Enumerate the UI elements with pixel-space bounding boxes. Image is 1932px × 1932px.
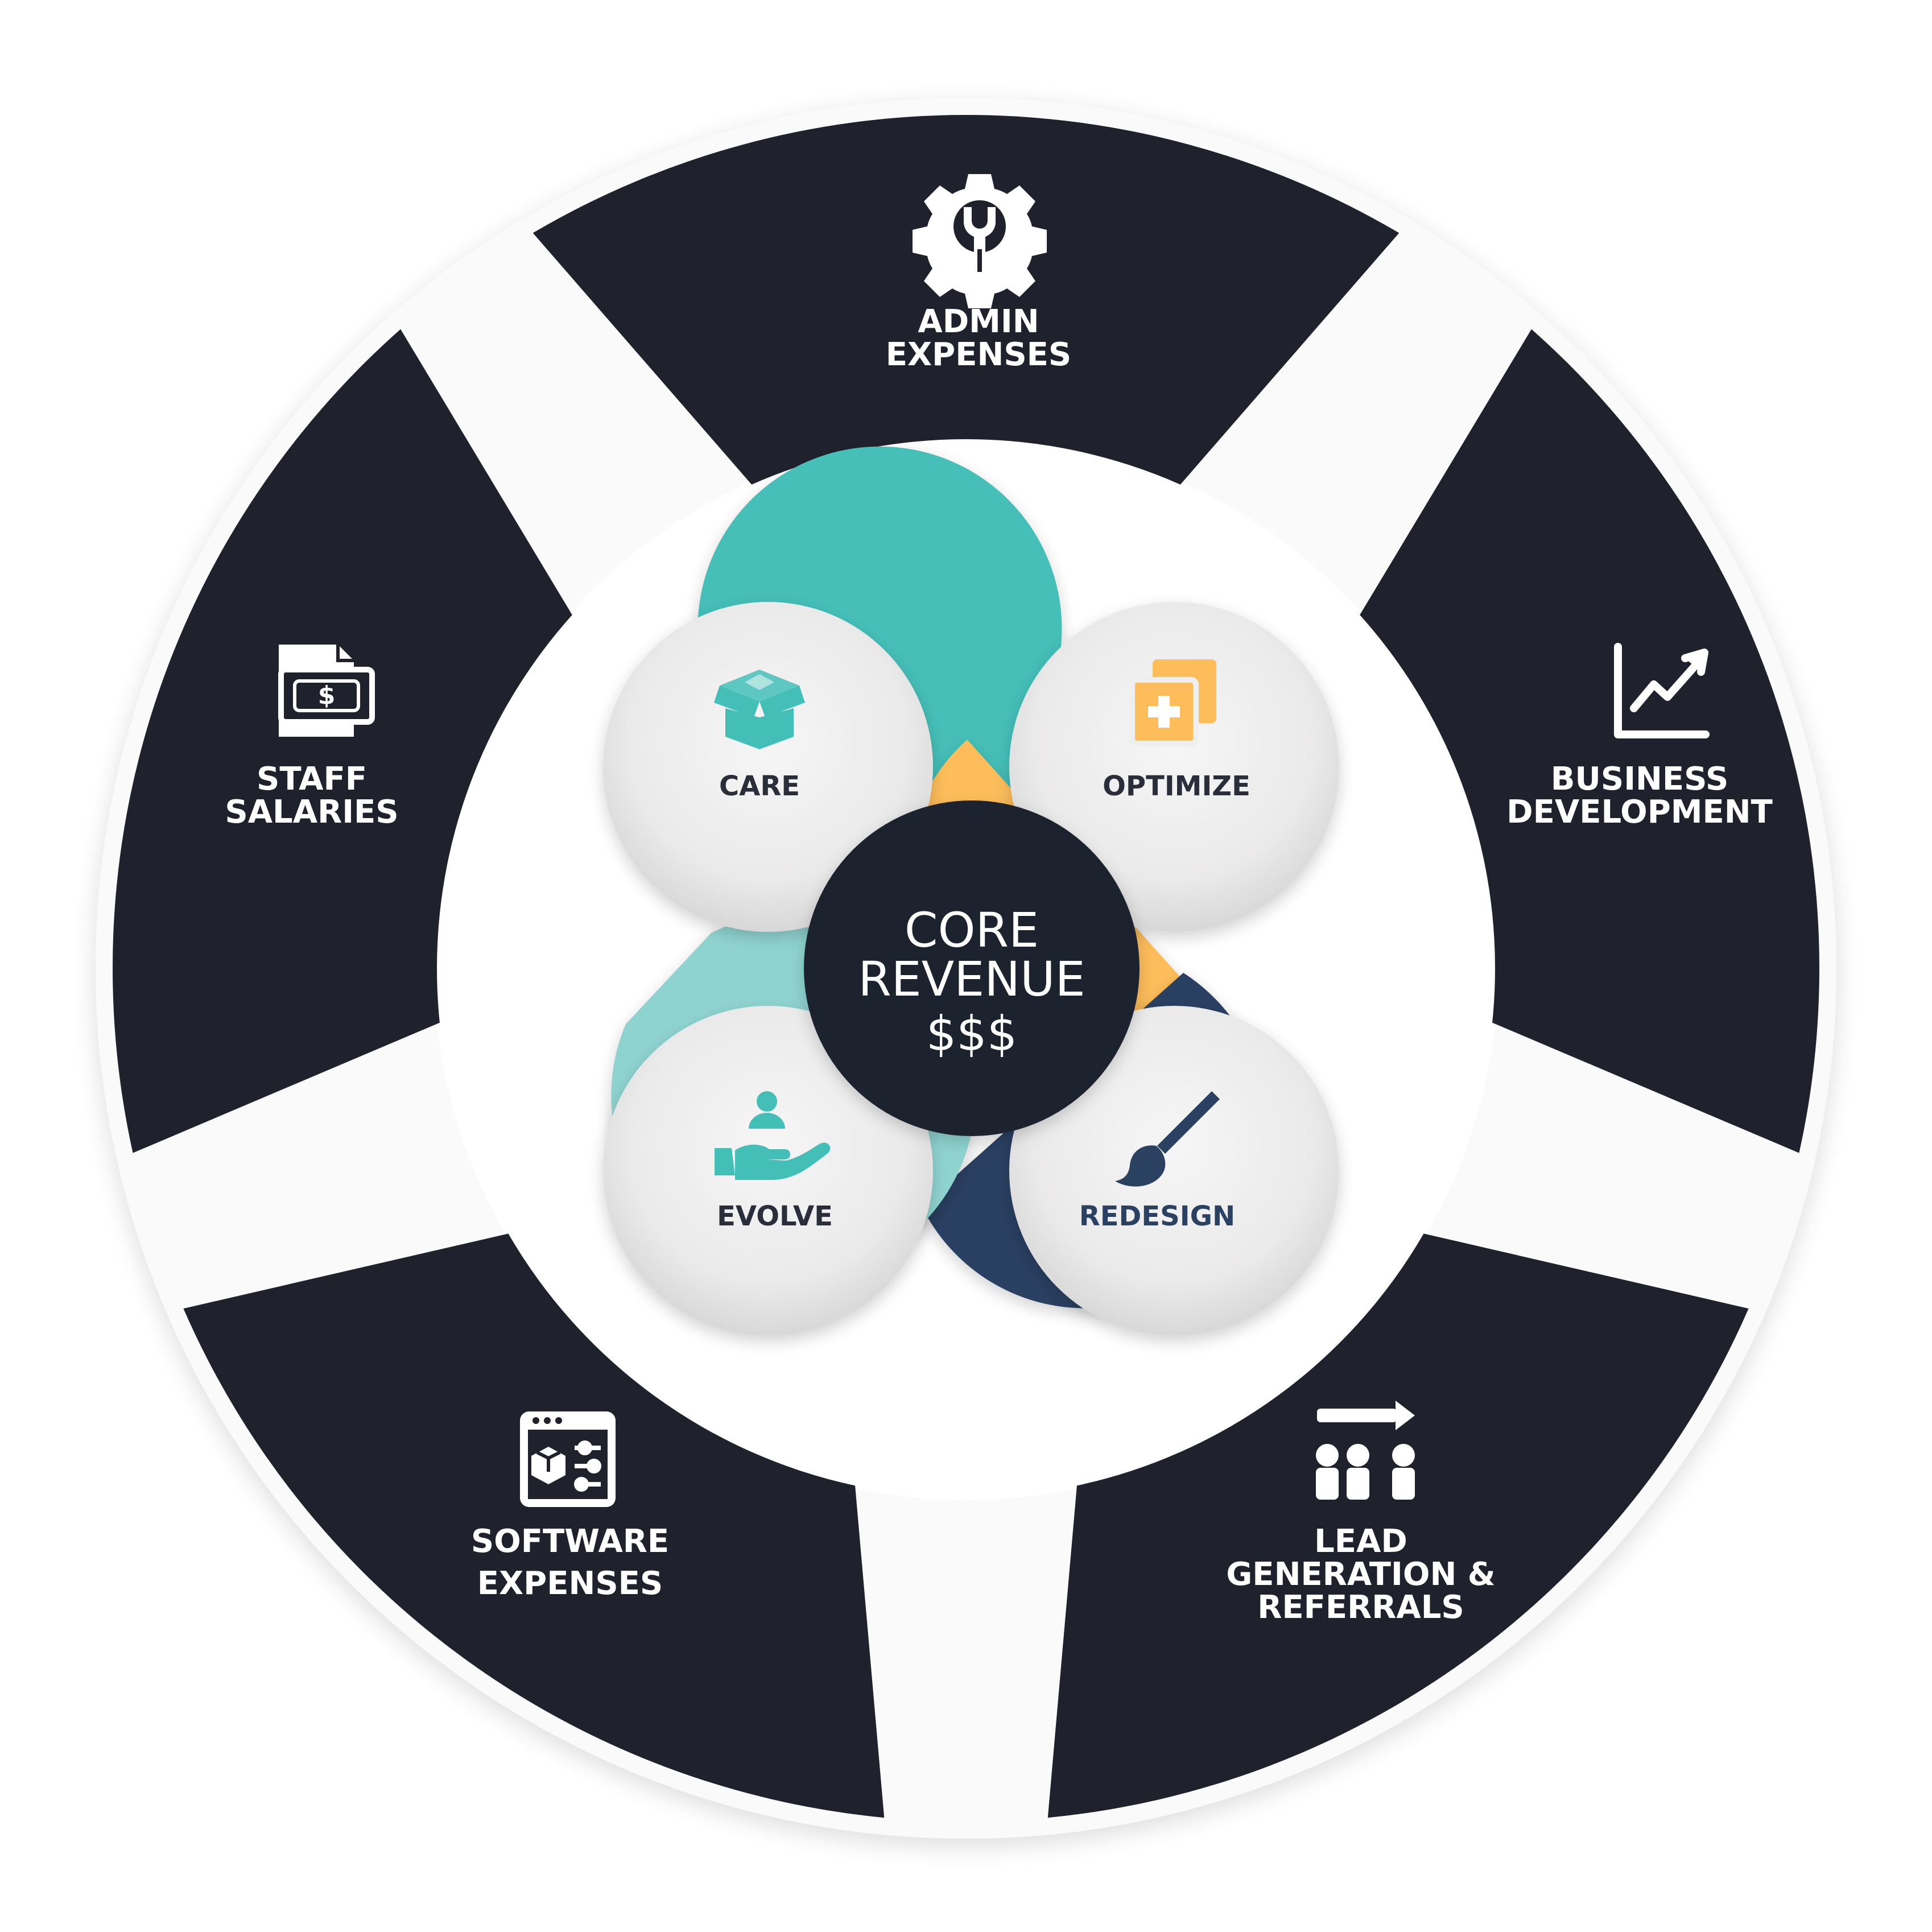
segment-label-software: SOFTWARE [471,1523,669,1560]
segment-staff: $ STAFF SALARIES [225,645,399,831]
segment-label-admin-line2: EXPENSES [886,336,1072,373]
money-document-icon: $ [278,645,375,737]
core-label-line1: CORE [905,902,1039,958]
segment-business: BUSINESS DEVELOPMENT [1506,643,1773,831]
segment-label-lead-line3: REFERRALS [1257,1589,1464,1626]
gear-wrench-icon [913,174,1047,308]
growth-chart-icon [1614,643,1710,738]
core-label-line2: REVENUE [858,951,1085,1007]
segment-label-business-line2: DEVELOPMENT [1506,794,1773,831]
core-revenue-circle [804,800,1140,1136]
segment-label-admin: ADMIN [918,303,1039,340]
segment-shape-lead[interactable] [1047,1233,1749,1818]
optimize-circle[interactable] [1009,602,1339,932]
segment-label-business: BUSINESS [1551,761,1729,798]
open-box-icon [714,670,805,749]
outer-segments [112,115,1820,1818]
svg-text:$: $ [318,681,336,710]
segment-label-lead: LEAD [1314,1523,1407,1560]
petal-label-optimize: OPTIMIZE [1103,770,1250,802]
redesign-circle[interactable] [1009,1006,1339,1336]
copy-plus-icon [1129,659,1216,746]
paintbrush-icon [1115,1091,1220,1187]
software-settings-icon [520,1411,616,1507]
segment-admin: ADMIN EXPENSES [886,174,1072,373]
petal-label-care: CARE [719,770,800,802]
petal-label-evolve: EVOLVE [717,1200,833,1232]
care-circle[interactable] [603,602,933,932]
core-label-line3: $$$ [926,1006,1017,1062]
segment-label-staff: STAFF [257,761,367,798]
segment-shape-staff[interactable] [112,329,572,1153]
segment-software: SOFTWARE EXPENSES [471,1411,669,1602]
segment-label-staff-line2: SALARIES [225,794,398,831]
hand-person-icon [715,1091,831,1180]
petal-label-redesign: REDESIGN [1079,1200,1235,1232]
segment-shape-business[interactable] [1360,329,1820,1153]
segment-shape-software[interactable] [183,1233,885,1818]
segment-shape-admin[interactable] [532,115,1400,485]
segment-label-lead-line2: GENERATION & [1226,1556,1495,1593]
segment-lead: LEAD GENERATION & REFERRALS [1226,1401,1496,1626]
segment-label-software-line2: EXPENSES [477,1565,663,1602]
team-arrow-icon [1316,1401,1415,1500]
